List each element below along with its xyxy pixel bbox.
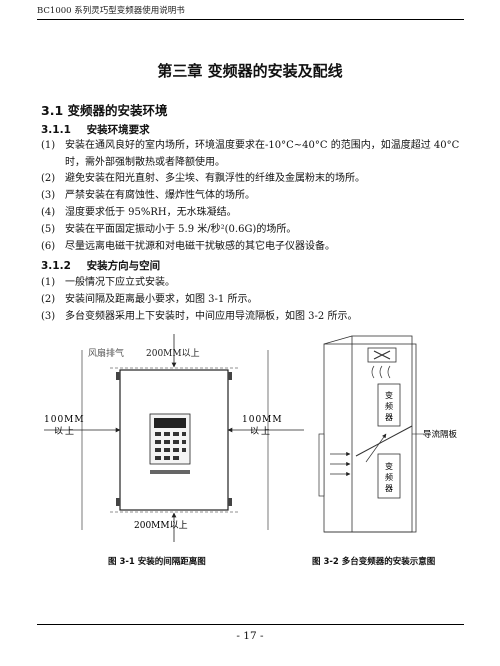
upper-inverter-label: 变: [385, 390, 393, 400]
fan-exhaust-label: 风扇排气: [88, 347, 124, 359]
item-marker: (2): [41, 173, 56, 184]
list-item: (1) 安装在通风良好的室内场所，环境温度要求在-10°C~40°C 的范围内，…: [41, 138, 461, 168]
list-item: (2) 避免安装在阳光直射、多尘埃、有飘浮性的纤维及金属粉末的场所。: [41, 171, 461, 188]
exhaust-flow: [371, 365, 391, 379]
mounting-tab: [228, 498, 232, 506]
item-marker: (6): [41, 241, 56, 252]
chapter-title: 第三章 变频器的安装及配线: [157, 62, 343, 80]
nameplate: [150, 470, 190, 474]
list-item: (6) 尽量远离电磁干扰源和对电磁干扰敏感的其它电子仪器设备。: [41, 239, 461, 256]
lower-inverter-label: 频: [385, 472, 393, 482]
upper-inverter: [377, 383, 401, 427]
item-marker: (4): [41, 207, 56, 218]
item-text: 一般情况下应立式安装。: [65, 277, 175, 288]
item-text: 安装在通风良好的室内场所，环境温度要求在-10°C~40°C 的范围内，如温度超…: [65, 140, 460, 168]
airflow-arrow: [365, 433, 387, 463]
page-number: - 17 -: [236, 630, 264, 642]
subsection-title: 安装方向与空间: [86, 260, 161, 272]
right-clearance-label-1: 100MM: [242, 415, 283, 425]
header-rule: [37, 19, 464, 20]
lower-inverter-label: 变: [385, 461, 393, 471]
item-text: 避免安装在阳光直射、多尘埃、有飘浮性的纤维及金属粉末的场所。: [65, 173, 365, 184]
mounting-tab: [228, 372, 232, 380]
list-item: (3) 多台变频器采用上下安装时，中间应用导流隔板，如图 3-2 所示。: [41, 309, 461, 326]
cabinet-body: [351, 335, 413, 533]
upper-inverter-label: 频: [385, 401, 393, 411]
item-text: 湿度要求低于 95%RH，无水珠凝结。: [65, 207, 237, 218]
list-item: (3) 严禁安装在有腐蚀性、爆炸性气体的场所。: [41, 188, 461, 205]
item-text: 尽量远离电磁干扰源和对电磁干扰敏感的其它电子仪器设备。: [65, 241, 335, 252]
running-header: BC1000 系列灵巧型变频器使用说明书: [37, 6, 185, 16]
item-marker: (5): [41, 224, 56, 235]
figure-3-1-caption: 图 3-1 安装的间隔距离图: [108, 557, 206, 567]
item-marker: (3): [41, 190, 56, 201]
keypad-keys: [155, 432, 186, 460]
left-clearance-label-2: 以上: [54, 426, 76, 437]
item-marker: (1): [41, 140, 56, 151]
mounting-tab: [116, 498, 120, 506]
flow-baffle: [355, 425, 413, 457]
item-marker: (3): [41, 311, 56, 322]
section-title: 变频器的安装环境: [67, 103, 168, 118]
subsection-title: 安装环境要求: [86, 124, 150, 136]
subsection-number: 3.1.1: [41, 124, 71, 136]
section-number: 3.1: [41, 103, 64, 118]
mounting-tab: [116, 372, 120, 380]
left-clearance-label-1: 100MM: [44, 415, 85, 425]
figure-3-2: 变 频 器 导流隔板 变 频 器: [318, 335, 458, 533]
bottom-clearance-label: 200MM以上: [134, 520, 188, 531]
item-marker: (1): [41, 277, 56, 288]
item-marker: (2): [41, 294, 56, 305]
item-text: 多台变频器采用上下安装时，中间应用导流隔板，如图 3-2 所示。: [65, 311, 358, 322]
section-heading: 3.1 变频器的安装环境: [41, 100, 168, 119]
keypad-display: [154, 418, 186, 428]
footer-rule: [37, 624, 464, 625]
fan-blades: [373, 350, 391, 360]
right-clearance-label-2: 以上: [250, 426, 272, 437]
lower-inverter: [377, 453, 401, 499]
top-clearance-label: 200MM以上: [146, 348, 200, 359]
item-text: 严禁安装在有腐蚀性、爆炸性气体的场所。: [65, 190, 255, 201]
baffle-label: 导流隔板: [423, 429, 458, 440]
item-text: 安装在平面固定振动小于 5.9 米/秒²(0.6G)的场所。: [65, 224, 297, 235]
cabinet-edge: [323, 335, 353, 345]
figure-3-1: 风扇排气 200MM以上 100MM 以上 100MM 以上 200MM以上: [44, 334, 304, 542]
subsection-number: 3.1.2: [41, 260, 71, 272]
list-item: (1) 一般情况下应立式安装。: [41, 275, 461, 292]
figures-area: 风扇排气 200MM以上 100MM 以上 100MM 以上 200MM以上: [44, 334, 458, 542]
side-vent: [318, 433, 325, 497]
item-text: 安装间隔及距离最小要求，如图 3-1 所示。: [65, 294, 258, 305]
cabinet-left-panel: [323, 343, 417, 533]
upper-inverter-label: 器: [385, 413, 393, 422]
list-item: (4) 湿度要求低于 95%RH，无水珠凝结。: [41, 205, 461, 222]
list-item: (2) 安装间隔及距离最小要求，如图 3-1 所示。: [41, 292, 461, 309]
subsection-heading-2: 3.1.2 安装方向与空间: [41, 258, 160, 273]
subsection-heading-1: 3.1.1 安装环境要求: [41, 122, 150, 137]
figure-3-2-caption: 图 3-2 多台变频器的安装示意图: [312, 557, 436, 567]
list-item: (5) 安装在平面固定振动小于 5.9 米/秒²(0.6G)的场所。: [41, 222, 461, 239]
lower-inverter-label: 器: [385, 484, 393, 493]
